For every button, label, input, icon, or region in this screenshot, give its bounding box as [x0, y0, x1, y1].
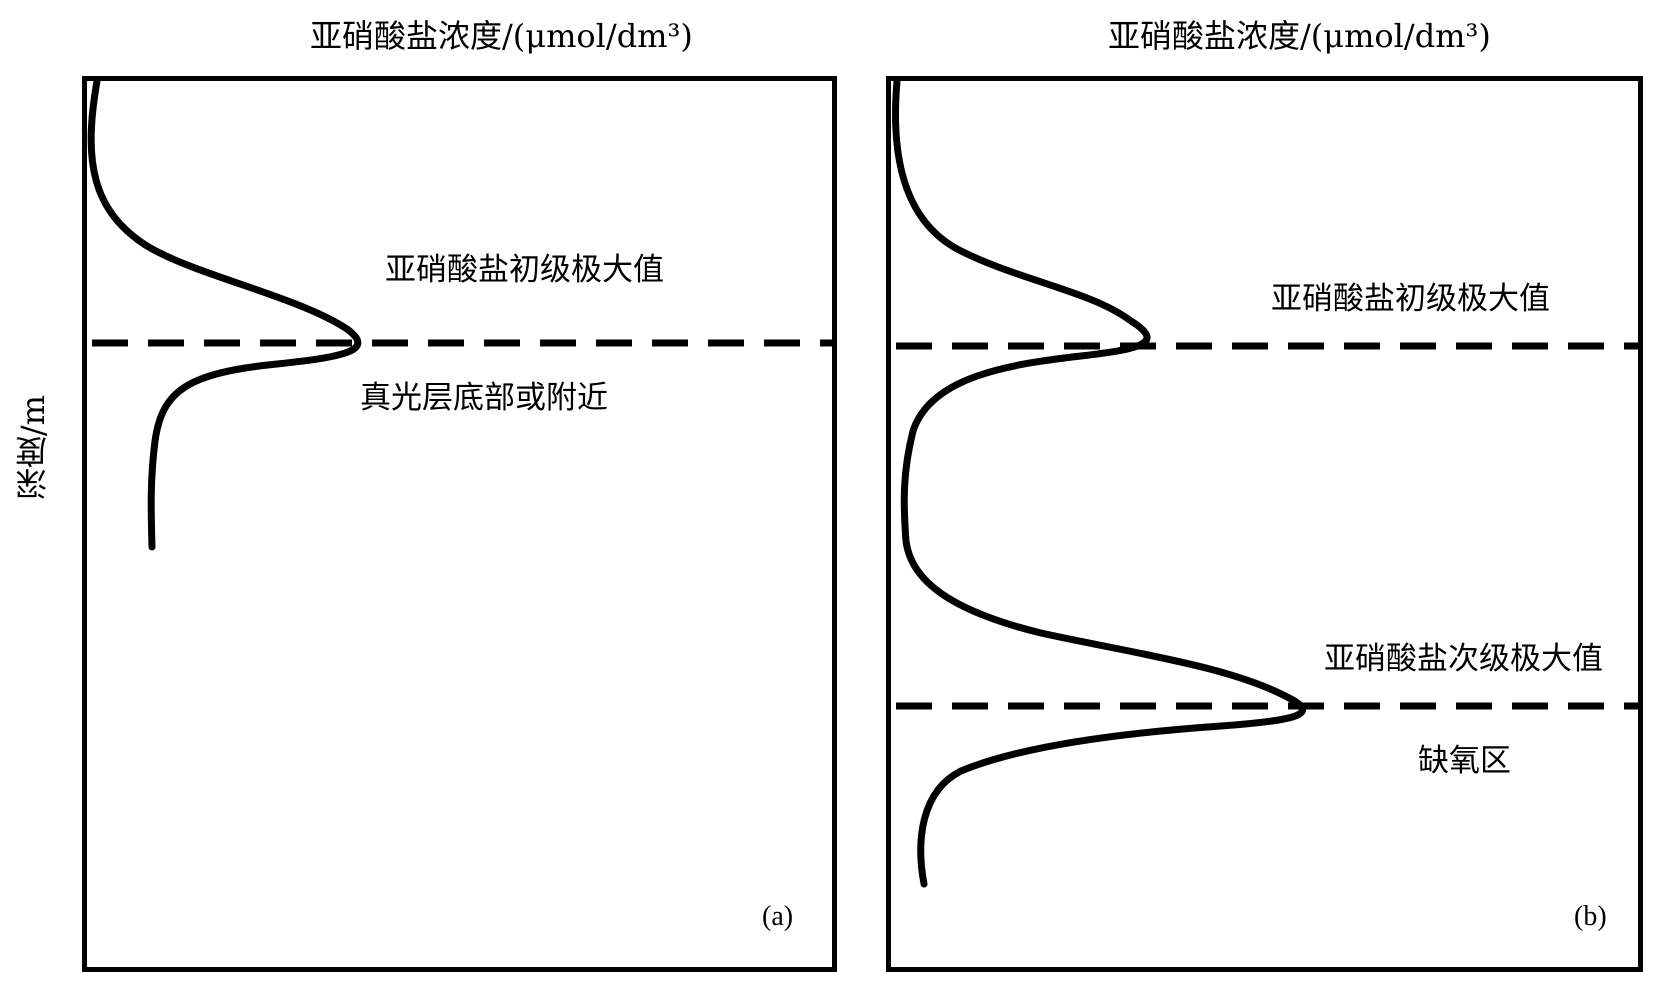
- nitrite-profile-curve-b: [892, 77, 1307, 888]
- annotation-primary-max-a: 亚硝酸盐初级极大值: [385, 252, 664, 288]
- panel-a-label: (a): [762, 901, 794, 932]
- annotation-secondary-max: 亚硝酸盐次级极大值: [1324, 641, 1603, 677]
- x-axis-title-a: 亚硝酸盐浓度/(μmol/dm³): [310, 17, 693, 55]
- panel-a-plot: [87, 77, 832, 551]
- panel-b: 亚硝酸盐初级极大值 亚硝酸盐次级极大值 缺氧区 (b): [886, 76, 1643, 972]
- x-axis-title-b: 亚硝酸盐浓度/(μmol/dm³): [1108, 17, 1491, 55]
- panel-b-label: (b): [1574, 901, 1607, 932]
- panel-a: 亚硝酸盐初级极大值 真光层底部或附近 (a): [82, 76, 837, 972]
- annotation-euphotic-bottom: 真光层底部或附近: [360, 380, 608, 416]
- panel-b-plot: [892, 77, 1638, 888]
- annotation-primary-max-b: 亚硝酸盐初级极大值: [1271, 281, 1550, 317]
- y-axis-title: 深度/m: [14, 395, 52, 501]
- nitrite-profile-curve-a: [87, 77, 362, 551]
- annotation-anoxic-zone: 缺氧区: [1418, 743, 1511, 779]
